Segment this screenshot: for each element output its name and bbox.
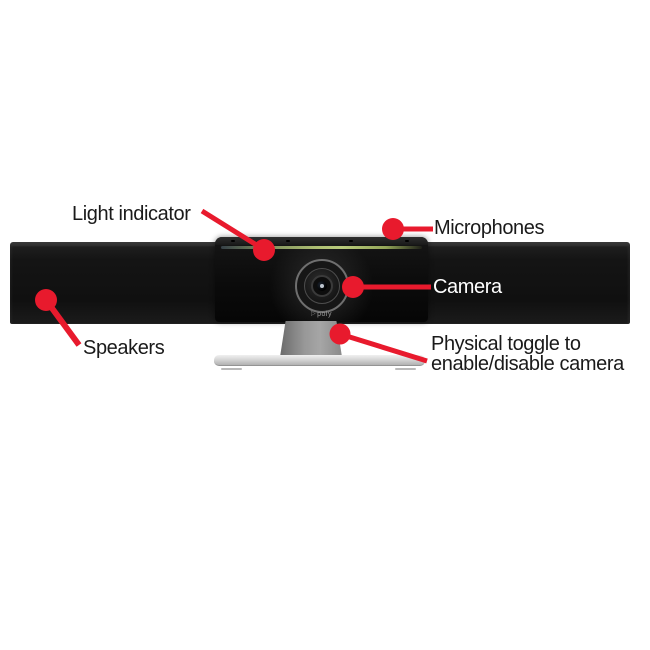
microphone-strip xyxy=(215,237,428,245)
lens-highlight xyxy=(320,284,324,288)
light-indicator-bar xyxy=(221,246,422,249)
mic-hole-icon xyxy=(231,240,235,242)
camera-lens-glass xyxy=(311,275,333,297)
label-camera: Camera xyxy=(433,276,502,298)
camera-lens xyxy=(295,259,349,313)
stand-column xyxy=(280,321,342,357)
camera-lens-barrel xyxy=(304,268,340,304)
base-shadow-left xyxy=(221,368,242,370)
mic-hole-icon xyxy=(286,240,290,242)
camera-lens-pupil xyxy=(317,281,327,291)
label-physical-toggle: Physical toggle to enable/disable camera xyxy=(431,333,624,375)
base-shadow-right xyxy=(395,368,416,370)
camera-module: ▷poly xyxy=(215,237,428,322)
label-light-indicator: Light indicator xyxy=(72,203,191,225)
stand-base xyxy=(214,355,425,366)
mic-hole-icon xyxy=(405,240,409,242)
mic-hole-icon xyxy=(349,240,353,242)
poly-logo-text: poly xyxy=(317,311,332,318)
poly-logo-icon: ▷ xyxy=(311,311,317,317)
label-microphones: Microphones xyxy=(434,217,545,239)
label-speakers: Speakers xyxy=(83,337,165,359)
poly-logo: ▷poly xyxy=(215,310,428,318)
